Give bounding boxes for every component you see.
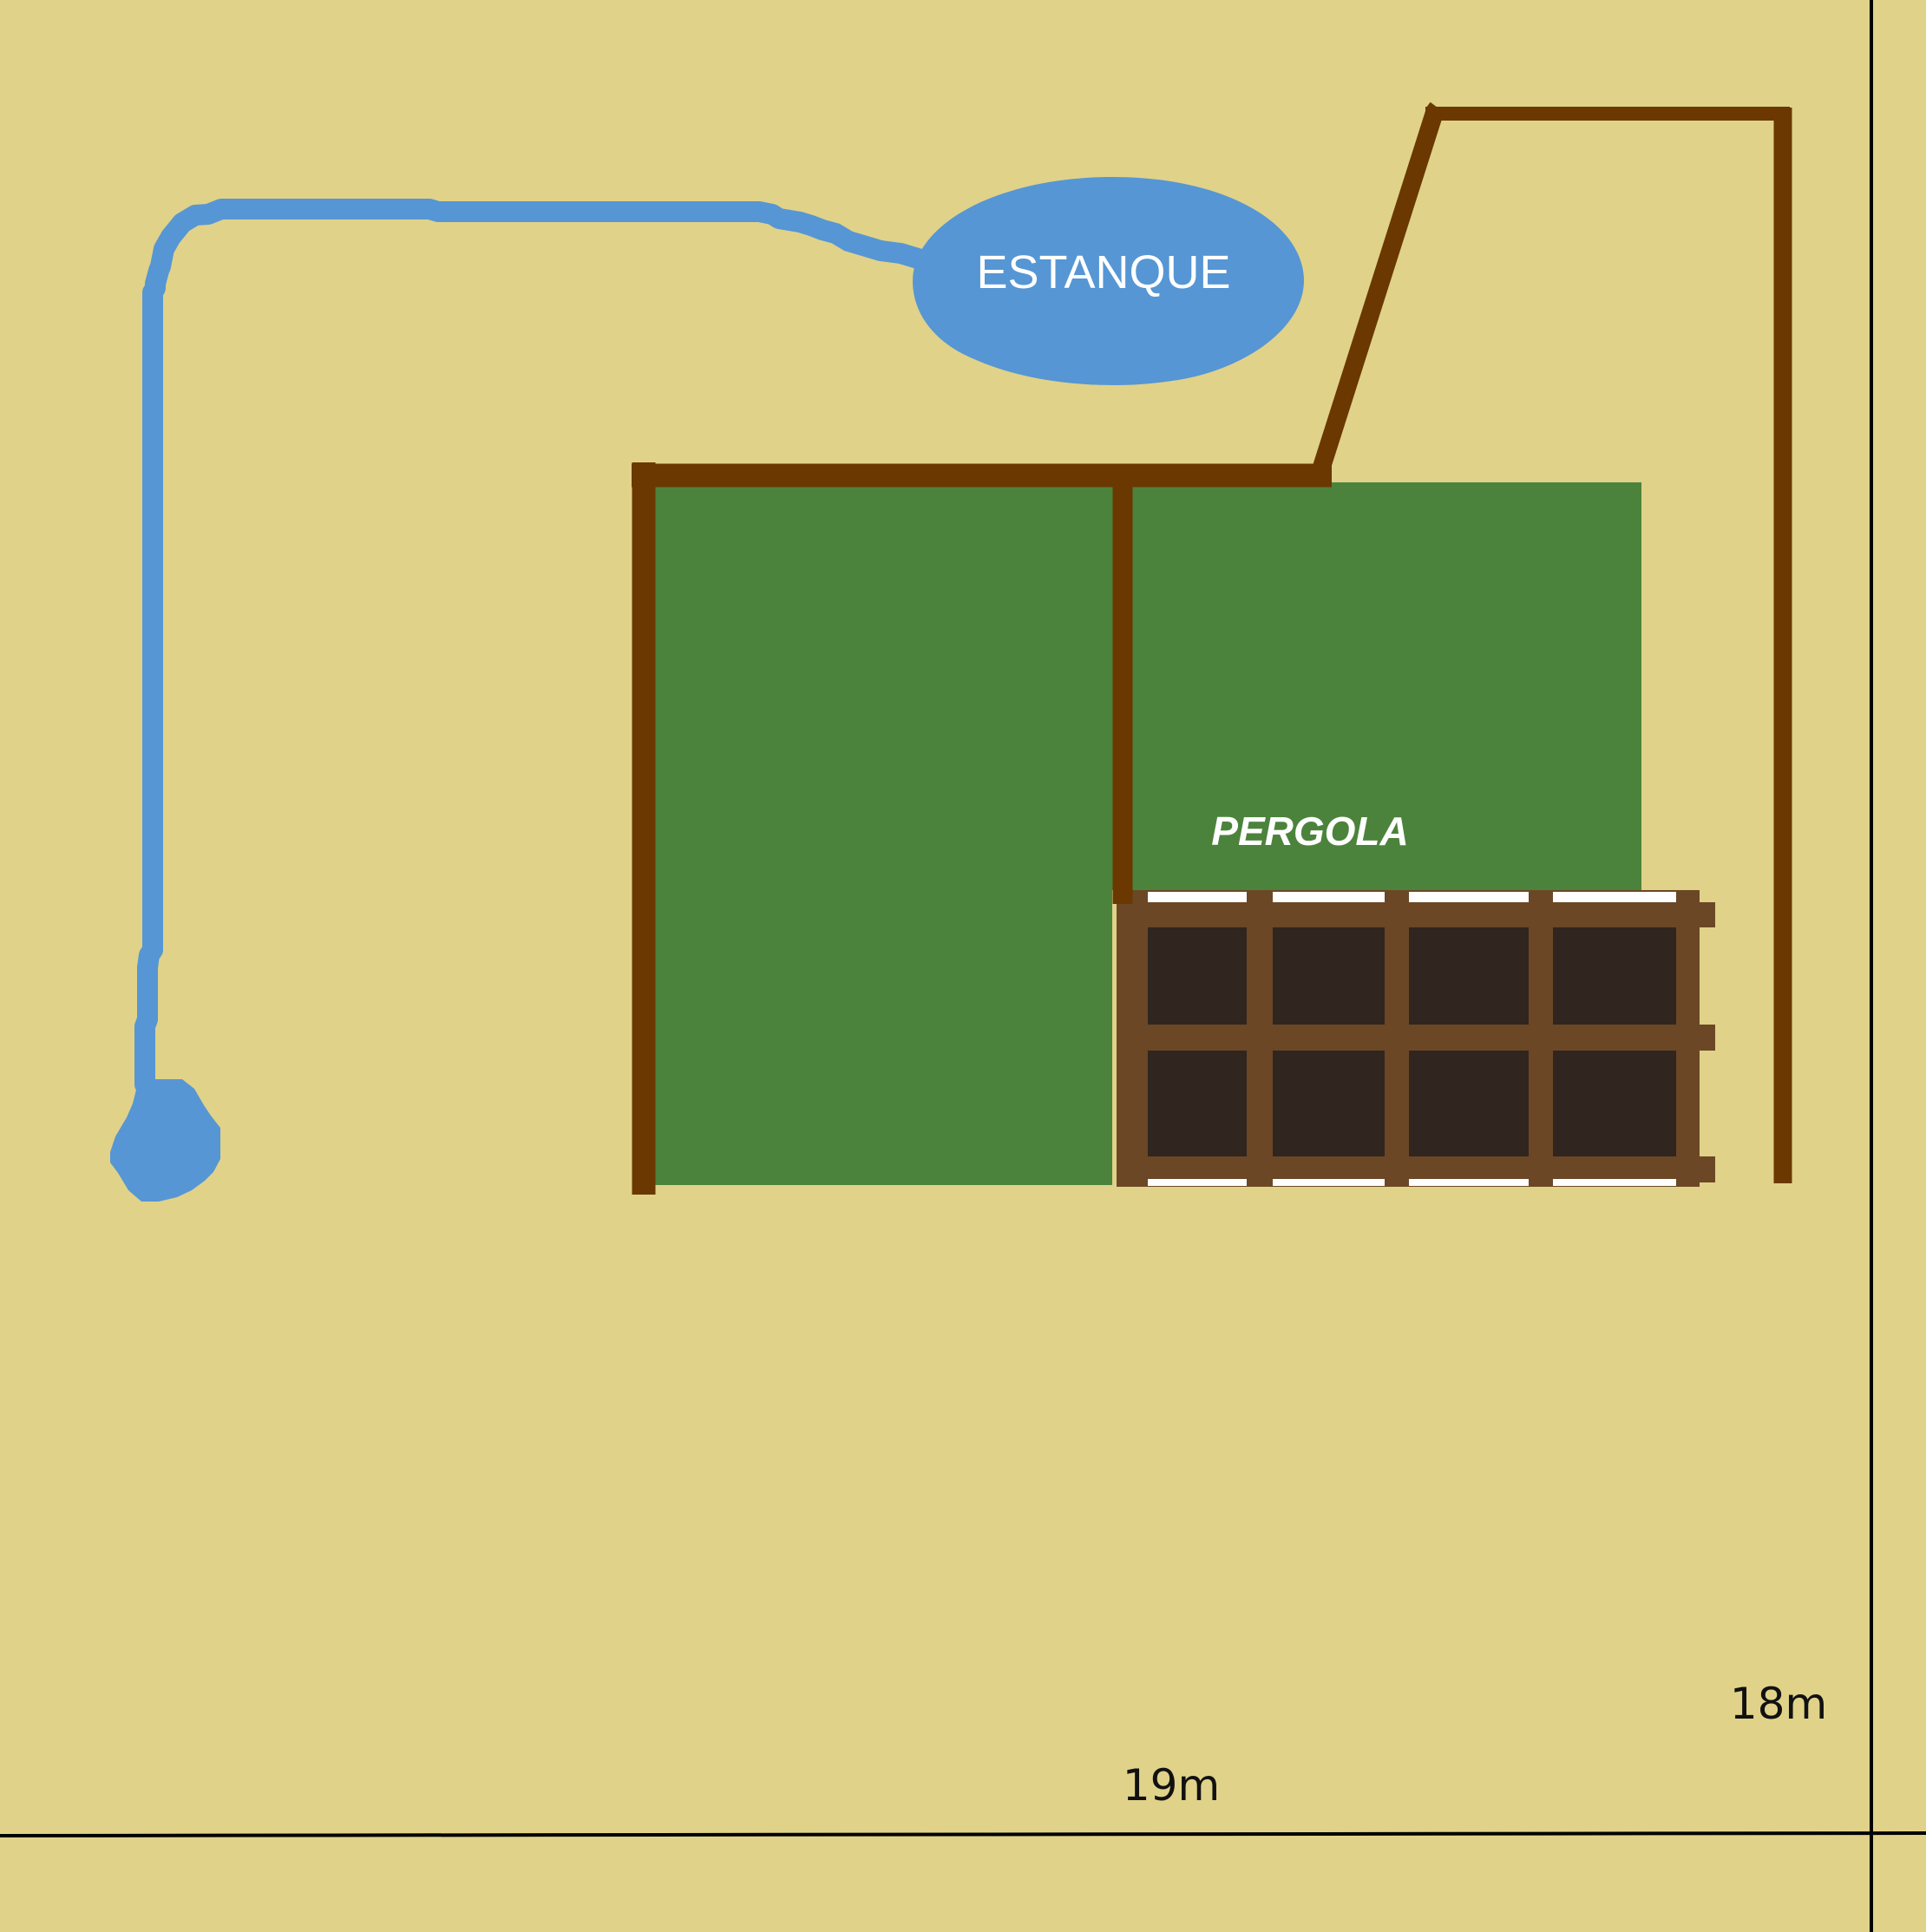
pergola-cell	[1273, 927, 1385, 1025]
width-measure-label: 19m	[1123, 1760, 1220, 1811]
pergola-cell	[1409, 1051, 1529, 1156]
pergola-slat-gap	[1273, 1179, 1385, 1186]
pergola-beam-end	[1700, 902, 1715, 927]
pergola-cell	[1273, 1051, 1385, 1156]
walls	[632, 102, 1792, 1195]
lawn-left	[644, 480, 1112, 1185]
pergola-slat-gap	[1148, 1179, 1247, 1186]
pergola-slat-gap	[1553, 892, 1676, 902]
pergola-label: PERGOLA	[1211, 809, 1408, 854]
pergola-cell	[1409, 927, 1529, 1025]
pergola-cell	[1553, 927, 1676, 1025]
depth-measure-label: 18m	[1730, 1679, 1827, 1729]
pergola-slat-gap	[1409, 892, 1529, 902]
pergola-beam-end	[1700, 1025, 1715, 1051]
stream-path	[134, 199, 928, 1095]
pergola-structure	[1117, 890, 1715, 1187]
pergola-cell	[1148, 1051, 1247, 1156]
pergola-slat-gap	[1148, 892, 1247, 902]
lawn-right	[1112, 482, 1641, 890]
pond-label: ESTANQUE	[976, 246, 1230, 298]
spring-pool	[110, 1079, 220, 1202]
pergola-slat-gap	[1273, 892, 1385, 902]
pergola-cell	[1553, 1051, 1676, 1156]
pergola-beam-end	[1700, 1156, 1715, 1182]
pergola-slat-gap	[1409, 1179, 1529, 1186]
boundary-line-bottom	[0, 1831, 1926, 1837]
pergola-slat-gap	[1553, 1179, 1676, 1186]
pergola-cell	[1148, 927, 1247, 1025]
pond-ellipse	[913, 176, 1304, 385]
